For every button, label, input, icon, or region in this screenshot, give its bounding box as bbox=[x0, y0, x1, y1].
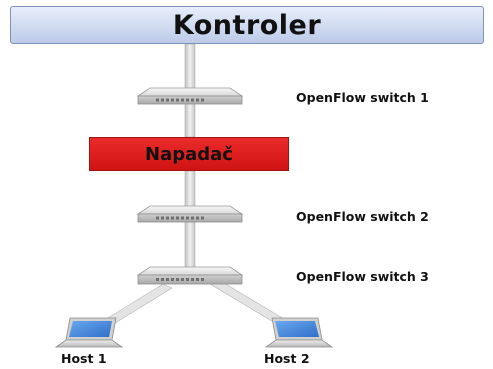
attacker-label: Napadač bbox=[145, 143, 233, 165]
host-1-label: Host 1 bbox=[61, 351, 107, 366]
laptop-host-1-icon bbox=[54, 317, 124, 348]
switch-3-label: OpenFlow switch 3 bbox=[296, 269, 429, 284]
cable-attacker-switch2 bbox=[184, 170, 196, 208]
switch-3-icon bbox=[136, 266, 244, 285]
laptop-host-2-icon bbox=[264, 317, 334, 348]
switch-2-icon bbox=[136, 205, 244, 223]
cable-controller-switch1 bbox=[184, 43, 196, 89]
switch-1-icon bbox=[136, 87, 244, 105]
host-2-label: Host 2 bbox=[264, 351, 310, 366]
controller-box: Kontroler bbox=[10, 6, 484, 44]
switch-2-label: OpenFlow switch 2 bbox=[296, 209, 429, 224]
switch-1-label: OpenFlow switch 1 bbox=[296, 90, 429, 105]
cable-switch2-switch3 bbox=[184, 221, 196, 269]
attacker-box: Napadač bbox=[89, 137, 289, 171]
cable-switch3-host2 bbox=[209, 279, 285, 324]
controller-label: Kontroler bbox=[172, 9, 322, 41]
cable-switch1-attacker bbox=[184, 102, 196, 138]
